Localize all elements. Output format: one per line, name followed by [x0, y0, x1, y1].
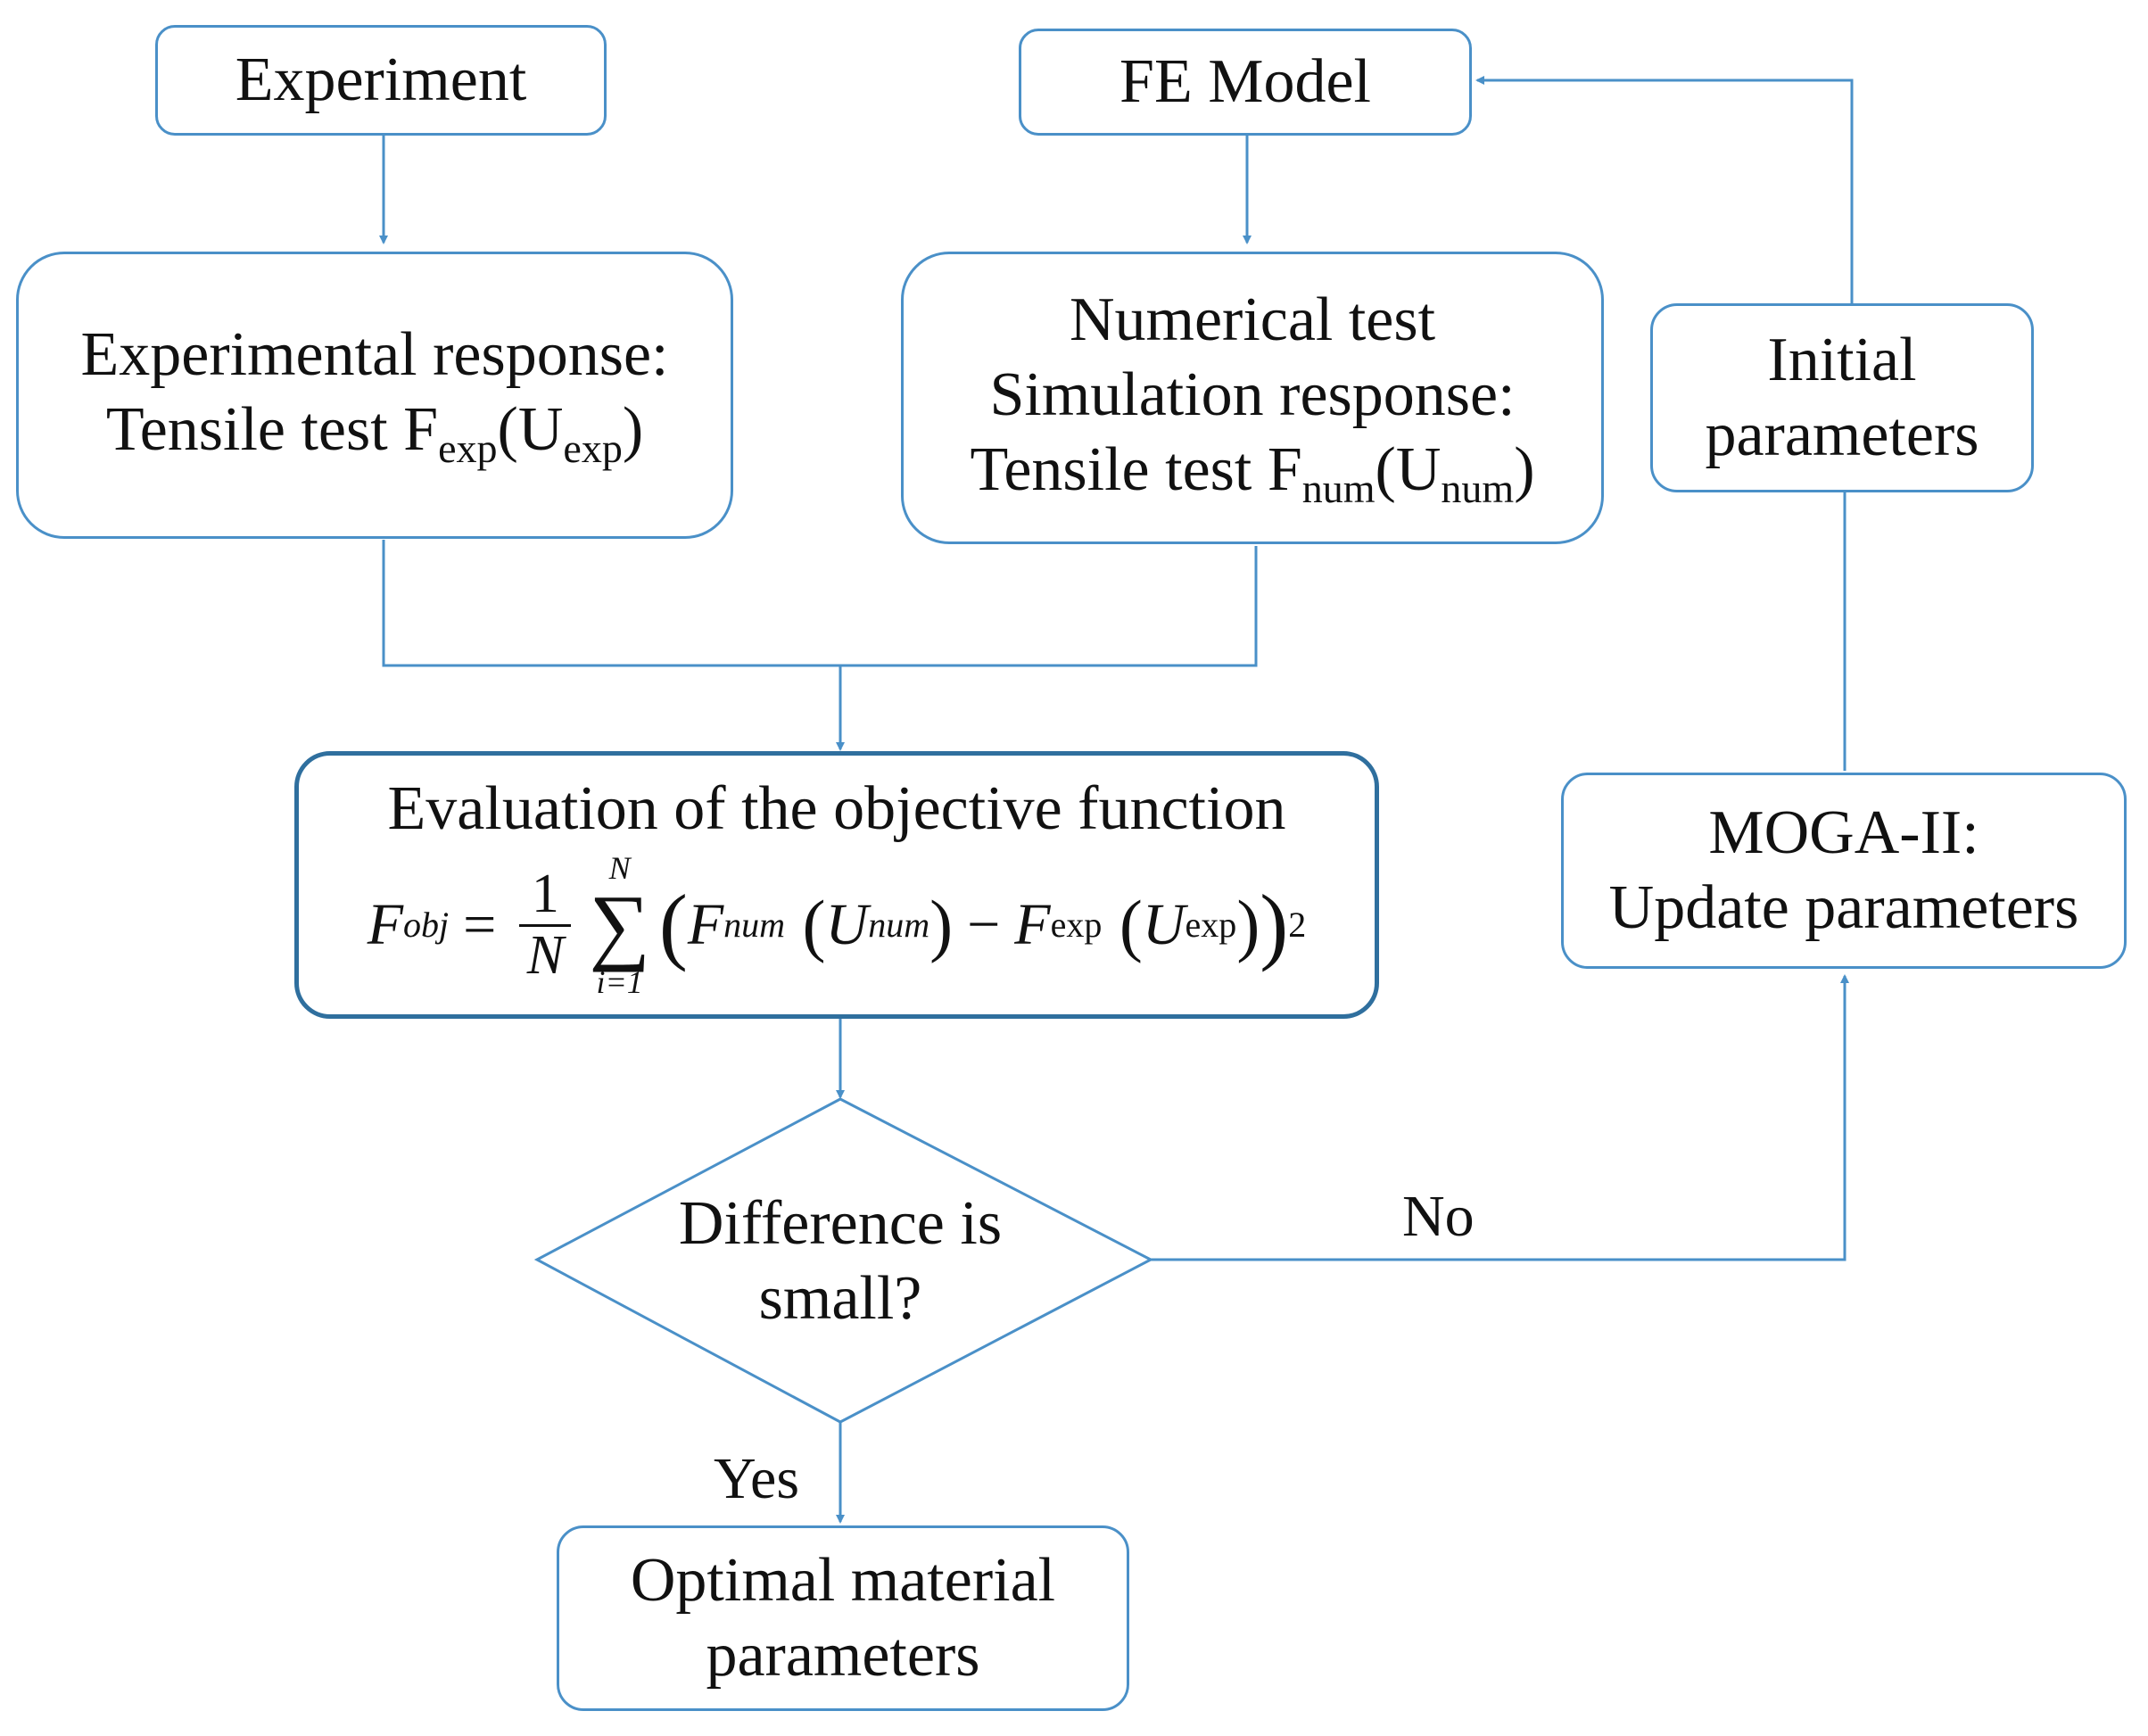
- objective-function-title: Evaluation of the objective function: [387, 774, 1286, 844]
- initial-parameters-line1: Initial: [1767, 326, 1917, 394]
- edge-label-no: No: [1402, 1184, 1475, 1249]
- initial-parameters-line2: parameters: [1705, 401, 1979, 469]
- initial-parameters-box: Initial parameters: [1650, 303, 2034, 492]
- edge-decision-no: [1151, 974, 1849, 1261]
- moga-box: MOGA-II: Update parameters: [1561, 773, 2127, 969]
- experimental-response-line1: Experimental response:: [80, 319, 669, 389]
- fe-model-label: FE Model: [1119, 47, 1371, 116]
- edge-responses-to-objective: [382, 540, 1258, 667]
- edge-label-yes: Yes: [714, 1446, 800, 1511]
- experiment-box: Experiment: [155, 25, 607, 136]
- experimental-response-box: Experimental response: Tensile test Fexp…: [16, 252, 733, 539]
- decision-line2: small?: [758, 1264, 922, 1333]
- decision-text: Difference is small?: [626, 1186, 1054, 1336]
- moga-line1: MOGA-II:: [1708, 798, 1979, 867]
- formula-sum: N ∑ i=1: [589, 850, 650, 1000]
- optimal-line1: Optimal material: [630, 1546, 1056, 1615]
- edge-initial-to-fe-model: [1475, 76, 1854, 303]
- numerical-test-line2: Simulation response:: [989, 360, 1516, 429]
- optimal-line2: parameters: [706, 1621, 980, 1690]
- experiment-label: Experiment: [235, 45, 527, 114]
- decision-diamond: [533, 1097, 1154, 1424]
- decision-line1: Difference is: [678, 1189, 1003, 1258]
- fe-model-box: FE Model: [1019, 29, 1472, 136]
- experimental-response-line2: Tensile test Fexp(Uexp): [105, 394, 644, 471]
- formula-fraction: 1 N: [519, 865, 572, 984]
- numerical-test-line1: Numerical test: [1069, 285, 1436, 354]
- numerical-test-line3: Tensile test Fnum(Unum): [970, 434, 1535, 511]
- moga-line2: Update parameters: [1608, 873, 2079, 942]
- numerical-test-box: Numerical test Simulation response: Tens…: [901, 252, 1604, 544]
- optimal-parameters-box: Optimal material parameters: [557, 1525, 1129, 1711]
